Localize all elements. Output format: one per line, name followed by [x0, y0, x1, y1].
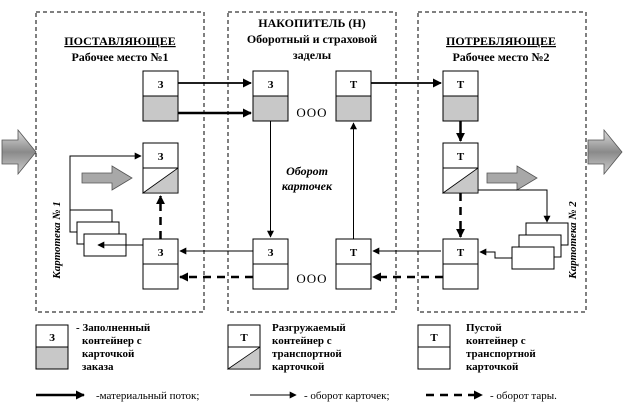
container-buffer-bottom-left: З [252, 238, 289, 290]
consumer-title: ПОТРЕБЛЯЮЩЕЕ [446, 34, 556, 48]
buffer-subtitle-line2: заделы [293, 48, 332, 62]
container-label: Т [457, 79, 465, 91]
legend-empty-line4: карточкой [466, 361, 519, 373]
legend-unloading-line3: транспортной [272, 348, 342, 360]
legend-empty-symbol: Т [430, 332, 438, 344]
container-label: Т [457, 151, 465, 163]
consumer-subtitle: Рабочее место №2 [452, 50, 549, 64]
supplier-section [35, 11, 205, 313]
container-supplier-top: З [142, 70, 179, 122]
process-arrow-left-icon [81, 165, 133, 191]
container-label: Т [350, 247, 358, 259]
legend-empty-container: Т Пустой контейнер с транспортной карточ… [417, 322, 536, 373]
legend-empty-line1: Пустой [466, 322, 502, 334]
card-flow-arrow [479, 248, 512, 259]
container-label: З [158, 247, 164, 259]
legend-unloading-container: Т Разгружаемый контейнер с транспортной … [226, 322, 346, 373]
legend-unloading-symbol: Т [240, 332, 248, 344]
card-file-stack-right [511, 222, 569, 270]
container-consumer-bottom: Т [442, 238, 479, 290]
container-label: З [268, 79, 274, 91]
container-buffer-top-left: З [252, 70, 289, 122]
legend-unloading-line2: контейнер с [272, 335, 332, 347]
consumer-section [417, 11, 587, 313]
card-file-label-right: Картотека № 2 [567, 201, 579, 280]
container-consumer-mid: Т [441, 142, 479, 194]
card-flow-arrow [69, 152, 142, 210]
legend-empty-line3: транспортной [466, 348, 536, 360]
legend-filled-line1: - Заполненный [76, 322, 151, 334]
container-label: Т [350, 79, 358, 91]
container-consumer-top: Т [442, 70, 479, 122]
legend-filled-line3: карточкой [82, 348, 135, 360]
container-label: Т [457, 247, 465, 259]
ellipsis-top: OOO [296, 105, 327, 120]
card-cycle-label-line2: карточек [282, 179, 333, 193]
container-label: З [158, 79, 164, 91]
container-buffer-bottom-right: Т [335, 238, 372, 290]
buffer-subtitle-line1: Оборотный и страховой [247, 32, 377, 46]
container-supplier-bottom: З [142, 238, 179, 290]
card-file-stack-left [69, 209, 127, 257]
ellipsis-bottom: OOO [296, 271, 327, 286]
legend-tare-text: - оборот тары. [490, 390, 557, 402]
legend-filled-container: З - Заполненный контейнер с карточкой за… [35, 322, 151, 373]
card-cycle-label-line1: Оборот [286, 164, 328, 178]
legend-filled-line4: заказа [82, 361, 114, 373]
legend-cards-text: - оборот карточек; [304, 390, 390, 402]
output-arrow-icon [587, 128, 623, 176]
container-buffer-top-right: Т [335, 70, 372, 122]
legend-unloading-line4: карточкой [272, 361, 325, 373]
card-flow-arrow [478, 189, 551, 223]
input-arrow-icon [1, 128, 37, 176]
legend-unloading-line1: Разгружаемый [272, 322, 346, 334]
process-arrow-right-icon [486, 165, 538, 191]
container-supplier-mid: З [141, 142, 179, 194]
card-file-label-left: Картотека № 1 [51, 201, 63, 279]
container-label: З [268, 247, 274, 259]
legend-empty-line2: контейнер с [466, 335, 526, 347]
legend-filled-line2: контейнер с [82, 335, 142, 347]
legend-material-text: -материальный поток; [96, 390, 199, 402]
buffer-title: НАКОПИТЕЛЬ (Н) [258, 16, 365, 30]
container-label: З [158, 151, 164, 163]
supplier-title: ПОСТАВЛЯЮЩЕЕ [64, 34, 175, 48]
supplier-subtitle: Рабочее место №1 [71, 50, 168, 64]
legend-filled-symbol: З [49, 332, 55, 344]
buffer-section [227, 11, 397, 313]
